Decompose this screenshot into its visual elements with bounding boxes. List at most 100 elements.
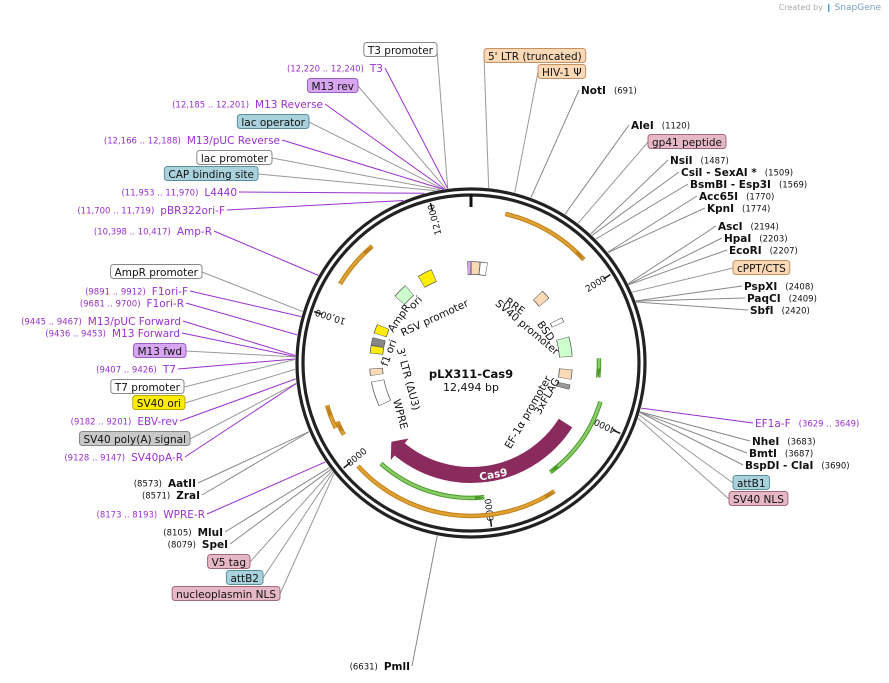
label-coord: (3629 .. 3649) <box>799 420 860 430</box>
label-connector <box>197 431 310 484</box>
label-connector <box>201 431 310 496</box>
label-connector <box>206 461 326 515</box>
label-coord: (1120) <box>662 122 690 132</box>
label-lac-operator: lac operator <box>236 114 310 129</box>
label-connector <box>635 297 746 302</box>
label-connector <box>189 382 297 440</box>
label-coord: (2409) <box>789 295 817 305</box>
label-text: NotI <box>581 85 606 97</box>
label-kpni: KpnI(1774) <box>707 203 770 215</box>
label-connector <box>308 121 444 190</box>
label-mlui: MluI (8105) <box>163 527 223 539</box>
label-text: PspXI <box>744 281 777 293</box>
label-text: NsiI <box>670 155 693 167</box>
label-text: T3 promoter <box>367 45 434 57</box>
credit-prefix: Created by <box>778 3 823 12</box>
label-hpai: HpaI(2203) <box>724 233 788 245</box>
label-connector <box>639 411 748 454</box>
label-sbfi: SbfI(2420) <box>750 305 810 317</box>
label-sv40-polya-signal: SV40 poly(A) signal <box>78 431 191 446</box>
label-connector <box>591 171 680 236</box>
label-text: V5 tag <box>212 557 246 569</box>
label-nucleoplasmin-nls: nucleoplasmin NLS <box>171 586 281 601</box>
label-sv40-nls: SV40 NLS <box>728 491 789 506</box>
label-pmli: PmlI (6631) <box>350 661 410 673</box>
label-connector <box>257 173 436 192</box>
label-coord: (12,220 .. 12,240) <box>287 65 364 75</box>
label-m13puc-reverse: M13/pUC Reverse (12,166 .. 12,188) <box>104 135 280 147</box>
label-zrai: ZraI(8571) <box>142 490 200 502</box>
label-spei: SpeI(8079) <box>168 539 228 551</box>
label-text: Amp-R <box>177 226 212 238</box>
label-l4440: L4440(11,953 .. 11,970) <box>121 187 237 199</box>
tick-mark <box>612 429 621 435</box>
label-coord: (12,166 .. 12,188) <box>104 137 181 147</box>
label-coord: (6631) <box>350 663 378 673</box>
label-bmti: BmtI(3687) <box>749 448 813 460</box>
label-text: BsmBI - Esp3I <box>690 179 771 191</box>
label-text: M13/pUC Forward <box>88 316 181 328</box>
label-box <box>110 264 203 279</box>
label-text: M13 rev <box>311 81 354 93</box>
label-coord: (9681 .. 9700) <box>80 300 141 310</box>
plasmid-backbone <box>295 187 647 539</box>
label-connector <box>177 358 296 370</box>
label-sv40-ori: SV40 ori <box>132 395 186 410</box>
label-connector <box>577 141 649 224</box>
label-connector <box>595 183 689 240</box>
label-text: MluI <box>198 527 223 539</box>
label-box <box>132 395 186 410</box>
label-v5-tag: V5 tag <box>207 554 251 569</box>
label-connector <box>224 467 330 533</box>
label-coord: (9128 .. 9147) <box>64 454 125 464</box>
label-text: F1ori-F <box>152 286 188 298</box>
label-connector <box>636 301 749 311</box>
primer-arc-green-2 <box>548 400 603 475</box>
label-text: AscI <box>718 221 743 233</box>
cppt-block-fill <box>558 369 572 380</box>
label-connector <box>184 383 297 458</box>
polya-block-fill <box>371 337 385 348</box>
plasmid-name: pLX311-Cas9 <box>429 367 513 381</box>
label-connector <box>189 290 302 318</box>
label-coord: (1569) <box>779 181 807 191</box>
label-text: SbfI <box>750 305 774 317</box>
label-f1ori-f: F1ori-F(9891 .. 9912) <box>85 286 188 298</box>
label-pspxi: PspXI(2408) <box>744 281 814 293</box>
label-m13-forward: M13 Forward(9436 .. 9453) <box>45 328 180 340</box>
label-connector <box>185 302 298 336</box>
label-cppt-cts: cPPT/CTS <box>732 260 791 275</box>
label-asci: AscI(2194) <box>718 221 779 233</box>
label-text: EBV-rev <box>137 416 178 428</box>
label-connector <box>213 230 319 276</box>
label-lac-promoter: lac promoter <box>196 150 273 165</box>
label-coord: (1770) <box>746 193 774 203</box>
label-connector-lines <box>177 49 754 667</box>
label-coord: (8105) <box>163 529 191 539</box>
label-text: PmlI <box>384 661 410 673</box>
label-text: HIV-1 Ψ <box>542 67 582 79</box>
label-ef1a-f: EF1a-F(3629 .. 3649) <box>755 418 859 430</box>
label-connector <box>226 200 404 211</box>
label-box <box>306 78 359 93</box>
label-coord: (8173 .. 8193) <box>97 511 158 521</box>
label-connector <box>607 207 706 253</box>
label-m13-reverse: M13 Reverse(12,185 .. 12,201) <box>172 99 323 111</box>
label-wpre-r: WPRE-R(8173 .. 8193) <box>97 509 205 521</box>
label-box <box>78 431 191 446</box>
feature-arcs <box>324 211 603 519</box>
label-connector <box>639 412 744 466</box>
inner-label-cas9: Cas9 <box>478 467 508 484</box>
label-5ltr-truncated: 5' LTR (truncated) <box>483 48 587 63</box>
label-connector <box>179 378 296 422</box>
label-box <box>196 150 273 165</box>
tick-label: 10,000 <box>314 306 347 325</box>
label-text: ZraI <box>176 490 200 502</box>
label-coord: (11,700 .. 11,719) <box>77 207 154 217</box>
label-text: M13/pUC Reverse <box>187 135 280 147</box>
f1ori-block-fill <box>374 324 389 337</box>
label-text: gp41 peptide <box>652 137 722 149</box>
label-box <box>163 166 259 181</box>
label-text: T7 <box>162 364 176 376</box>
